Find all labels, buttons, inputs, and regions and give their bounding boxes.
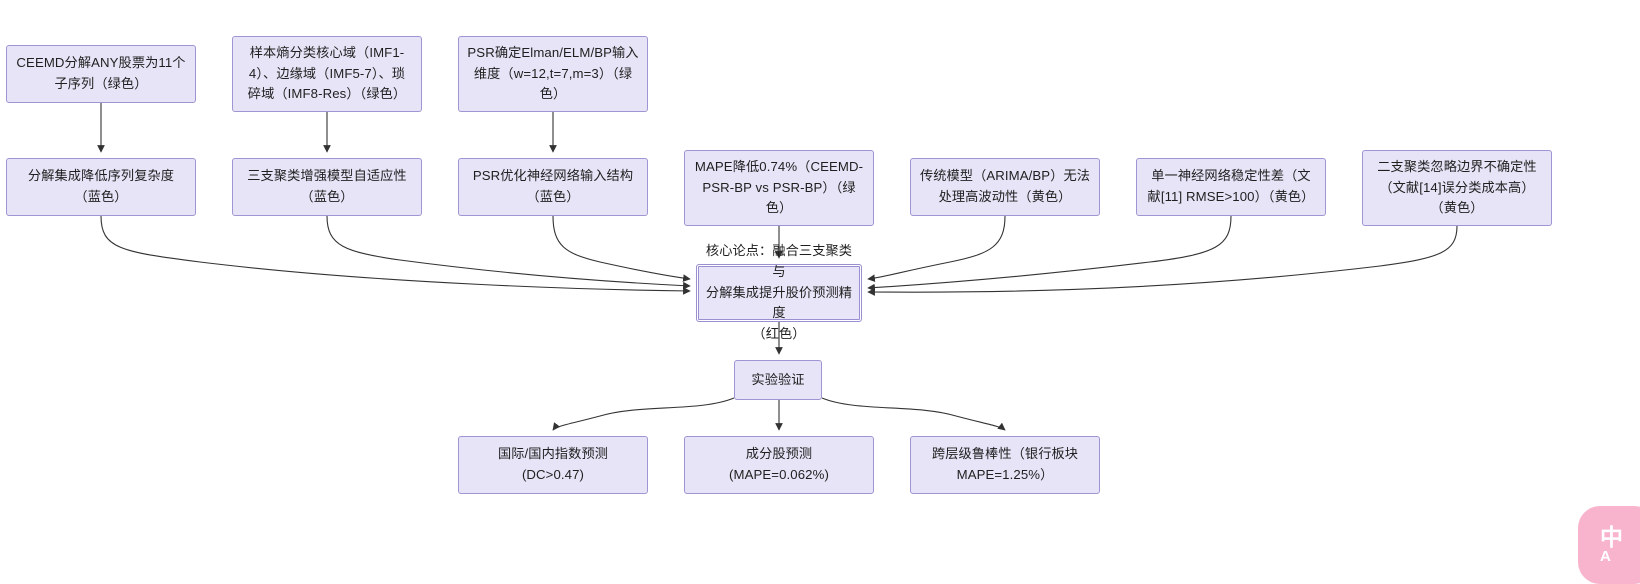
node-r1[interactable]: 国际/国内指数预测 (DC>0.47) <box>458 436 648 494</box>
node-label: 实验验证 <box>751 371 805 387</box>
node-label: 跨层级鲁棒性（银行板块 MAPE=1.25%） <box>931 446 1079 482</box>
node-label: 成分股预测 (MAPE=0.062%) <box>729 446 829 482</box>
edge-exp-r1 <box>552 397 735 431</box>
node-label: CEEMD分解ANY股票为11个 子序列（绿色） <box>16 55 186 91</box>
node-label: PSR确定Elman/ELM/BP输入 维度（w=12,t=7,m=3）（绿 色… <box>467 44 639 102</box>
node-label: 单一神经网络稳定性差（文 献[11] RMSE>100）（黄色） <box>1147 168 1315 204</box>
watermark: 中 A <box>1578 506 1640 584</box>
node-label: 三支聚类增强模型自适应性 （蓝色） <box>247 168 407 204</box>
node-n9[interactable]: 单一神经网络稳定性差（文 献[11] RMSE>100）（黄色） <box>1136 158 1326 216</box>
node-n4[interactable]: 分解集成降低序列复杂度 （蓝色） <box>6 158 196 216</box>
watermark-text: 中 <box>1600 523 1623 550</box>
edge-n5-core <box>326 215 691 290</box>
node-label: 分解集成降低序列复杂度 （蓝色） <box>27 168 175 204</box>
node-r3[interactable]: 跨层级鲁棒性（银行板块 MAPE=1.25%） <box>910 436 1100 494</box>
node-core[interactable]: 核心论点：融合三支聚类与 分解集成提升股价预测精度 （红色） <box>696 243 862 341</box>
node-n7[interactable]: MAPE降低0.74%（CEEMD- PSR-BP vs PSR-BP）（绿 色… <box>684 150 874 226</box>
node-n5[interactable]: 三支聚类增强模型自适应性 （蓝色） <box>232 158 422 216</box>
node-label: 样本熵分类核心域（IMF1- 4）、边缘域（IMF5-7）、琐 碎域（IMF8-… <box>247 44 407 102</box>
node-n2[interactable]: 样本熵分类核心域（IMF1- 4）、边缘域（IMF5-7）、琐 碎域（IMF8-… <box>232 36 422 112</box>
node-r2[interactable]: 成分股预测 (MAPE=0.062%) <box>684 436 874 494</box>
edge-layer <box>97 103 1458 431</box>
node-label: MAPE降低0.74%（CEEMD- PSR-BP vs PSR-BP）（绿 色… <box>694 158 864 216</box>
watermark-sub: A <box>1600 547 1611 565</box>
node-exp[interactable]: 实验验证 <box>734 360 822 400</box>
node-label: 国际/国内指数预测 (DC>0.47) <box>497 446 609 482</box>
edge-n6-core <box>552 215 691 282</box>
edge-exp-r3 <box>821 397 1006 431</box>
node-label: 核心论点：融合三支聚类与 分解集成提升股价预测精度 （红色） <box>705 242 853 342</box>
edge-n8-core <box>867 215 1006 283</box>
node-label: 二支聚类忽略边界不确定性 （文献[14]误分类成本高） （黄色） <box>1377 158 1537 216</box>
node-n10[interactable]: 二支聚类忽略边界不确定性 （文献[14]误分类成本高） （黄色） <box>1362 150 1552 226</box>
node-n8[interactable]: 传统模型（ARIMA/BP）无法 处理高波动性（黄色） <box>910 158 1100 216</box>
node-n1[interactable]: CEEMD分解ANY股票为11个 子序列（绿色） <box>6 45 196 103</box>
edge-n4-core <box>100 215 691 295</box>
node-label: PSR优化神经网络输入结构 （蓝色） <box>472 168 634 204</box>
node-label: 传统模型（ARIMA/BP）无法 处理高波动性（黄色） <box>919 168 1091 204</box>
edge-n10-core <box>867 225 1458 296</box>
node-n6[interactable]: PSR优化神经网络输入结构 （蓝色） <box>458 158 648 216</box>
node-n3[interactable]: PSR确定Elman/ELM/BP输入 维度（w=12,t=7,m=3）（绿 色… <box>458 36 648 112</box>
edge-n9-core <box>867 215 1232 292</box>
